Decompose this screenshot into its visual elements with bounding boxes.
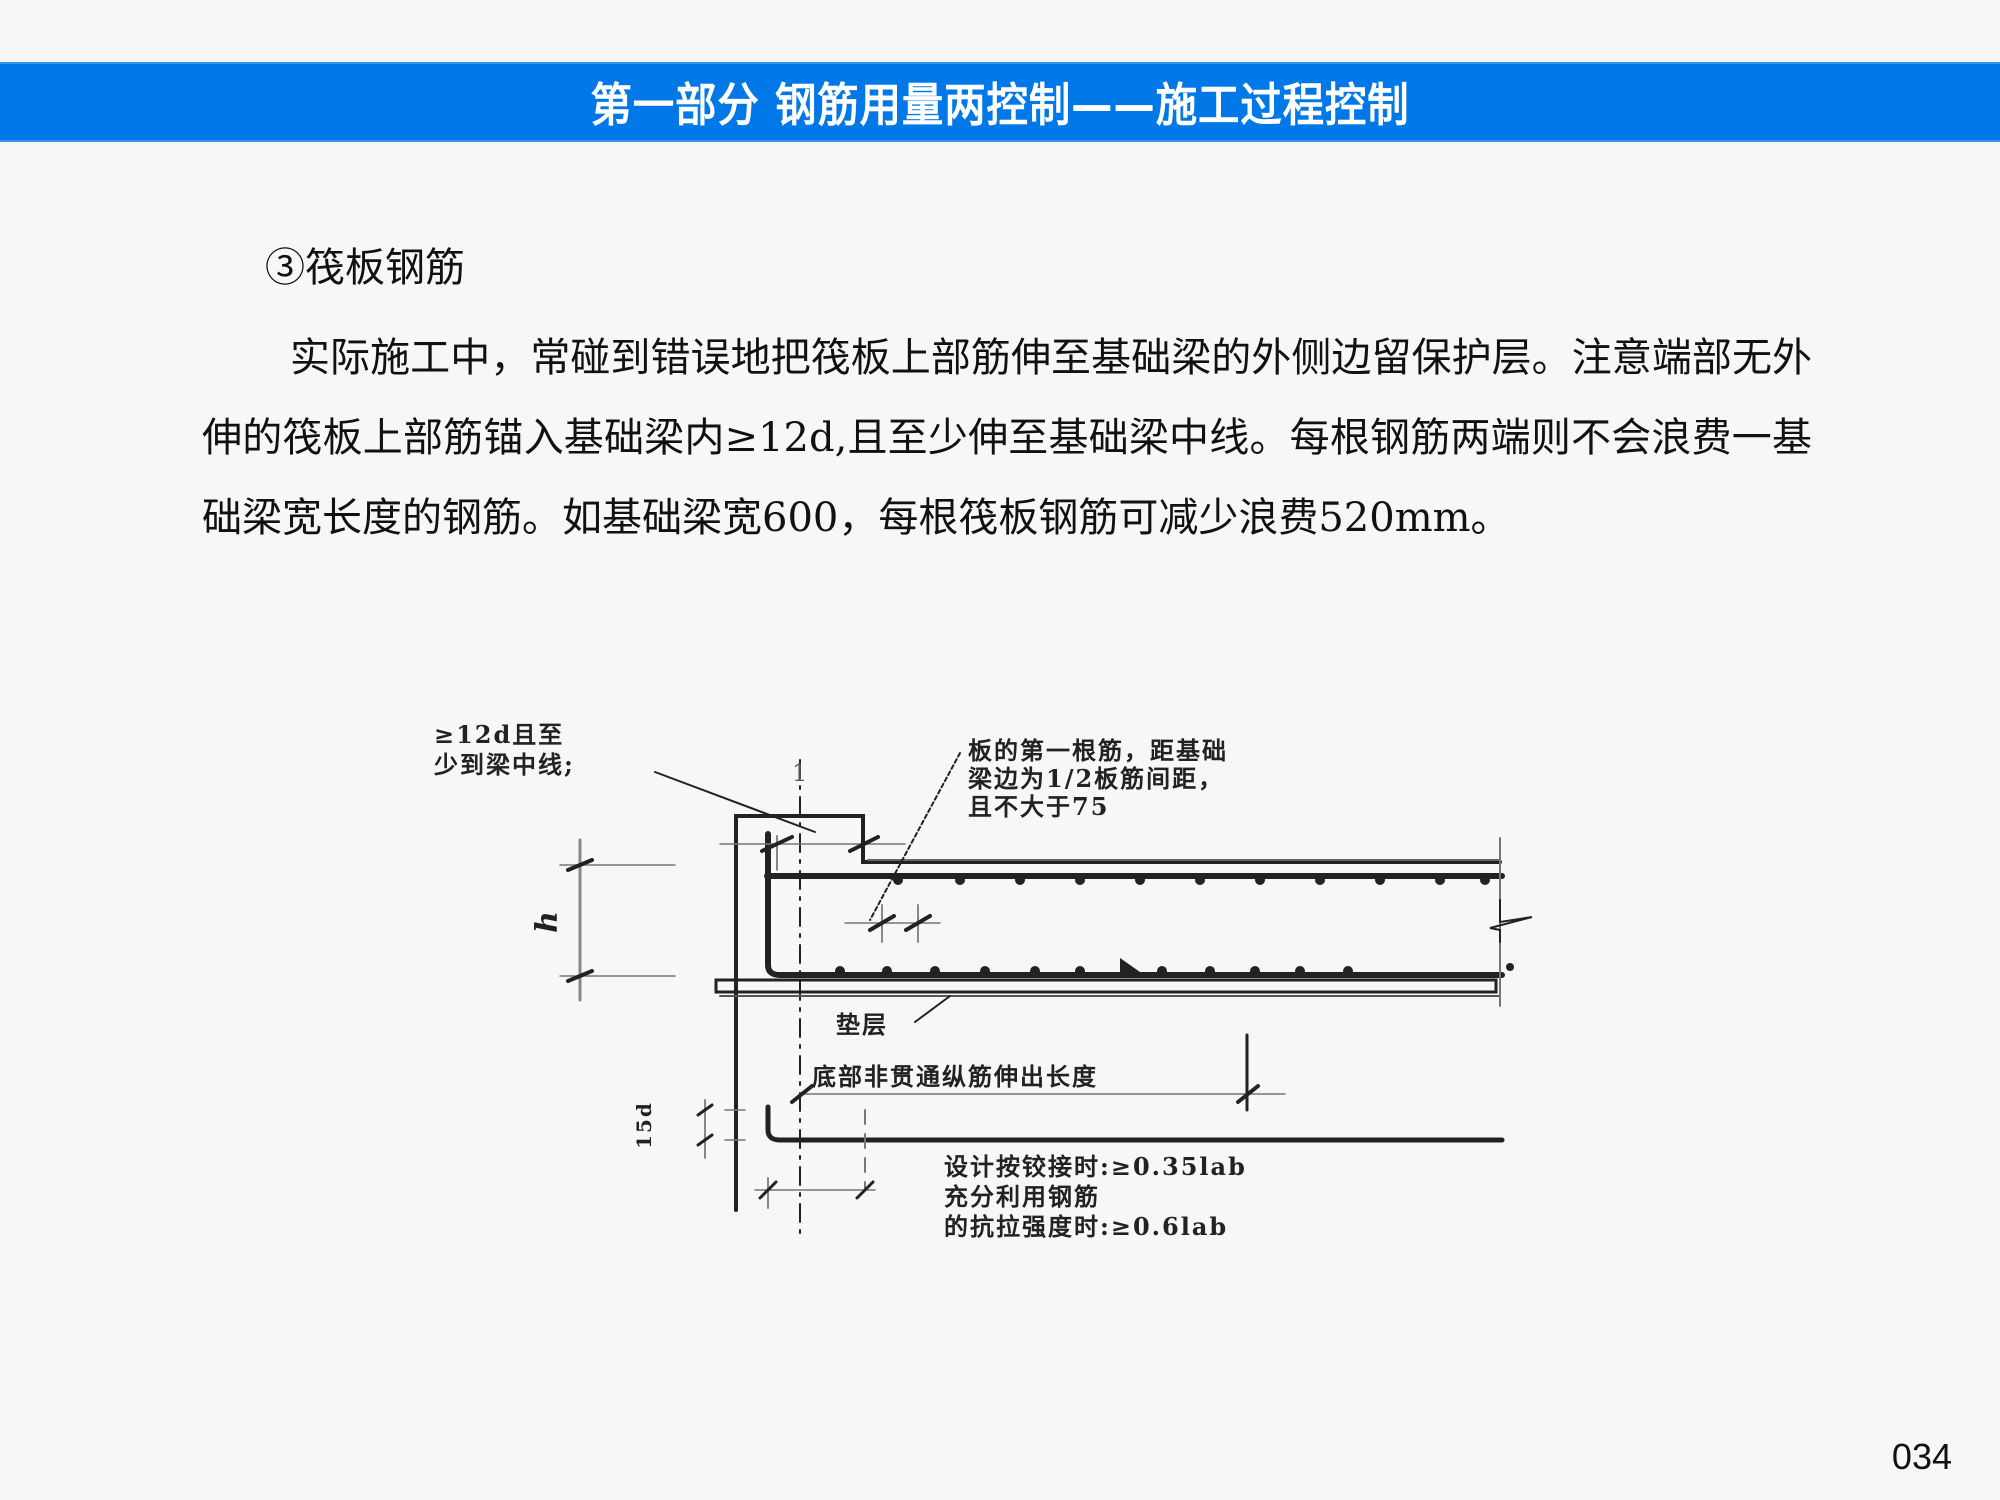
axis-number: 1 — [792, 759, 810, 787]
extension-length-label: 底部非贯通纵筋伸出长度 — [812, 1062, 1098, 1091]
first-bar-note-line1: 板的第一根筋，距基础 — [968, 736, 1228, 765]
page-title: 第一部分 钢筋用量两控制——施工过程控制 — [590, 78, 1410, 132]
hook-length-label: 15d — [631, 1101, 656, 1149]
anchor-note-line1: ≥12d且至 — [434, 720, 565, 749]
header-banner: 第一部分 钢筋用量两控制——施工过程控制 — [0, 62, 2000, 142]
hinge-note-line2: 充分利用钢筋 — [944, 1182, 1100, 1211]
hinge-note-line3: 的抗拉强度时:≥0.6lab — [944, 1212, 1229, 1241]
diagram-drawing — [559, 752, 1533, 1241]
first-bar-note-line2: 梁边为1/2板筋间距， — [968, 764, 1225, 793]
height-symbol: h — [529, 909, 565, 933]
first-bar-note-line3: 且不大于75 — [968, 792, 1110, 821]
body-paragraph: 实际施工中，常碰到错误地把筏板上部筋伸至基础梁的外侧边留保护层。注意端部无外伸的… — [202, 335, 1812, 541]
anchor-note-line2: 少到梁中线; — [434, 750, 575, 779]
hinge-note-line1: 设计按铰接时:≥0.35lab — [944, 1152, 1247, 1181]
raft-rebar-diagram: ≥12d且至 少到梁中线; 1 板的第一根筋，距基础 梁边为1/2板筋间距， 且… — [420, 710, 1560, 1250]
page-number: 034 — [1891, 1436, 1952, 1477]
cushion-label: 垫层 — [836, 1010, 888, 1039]
section-heading: ③筏板钢筋 — [265, 245, 465, 291]
